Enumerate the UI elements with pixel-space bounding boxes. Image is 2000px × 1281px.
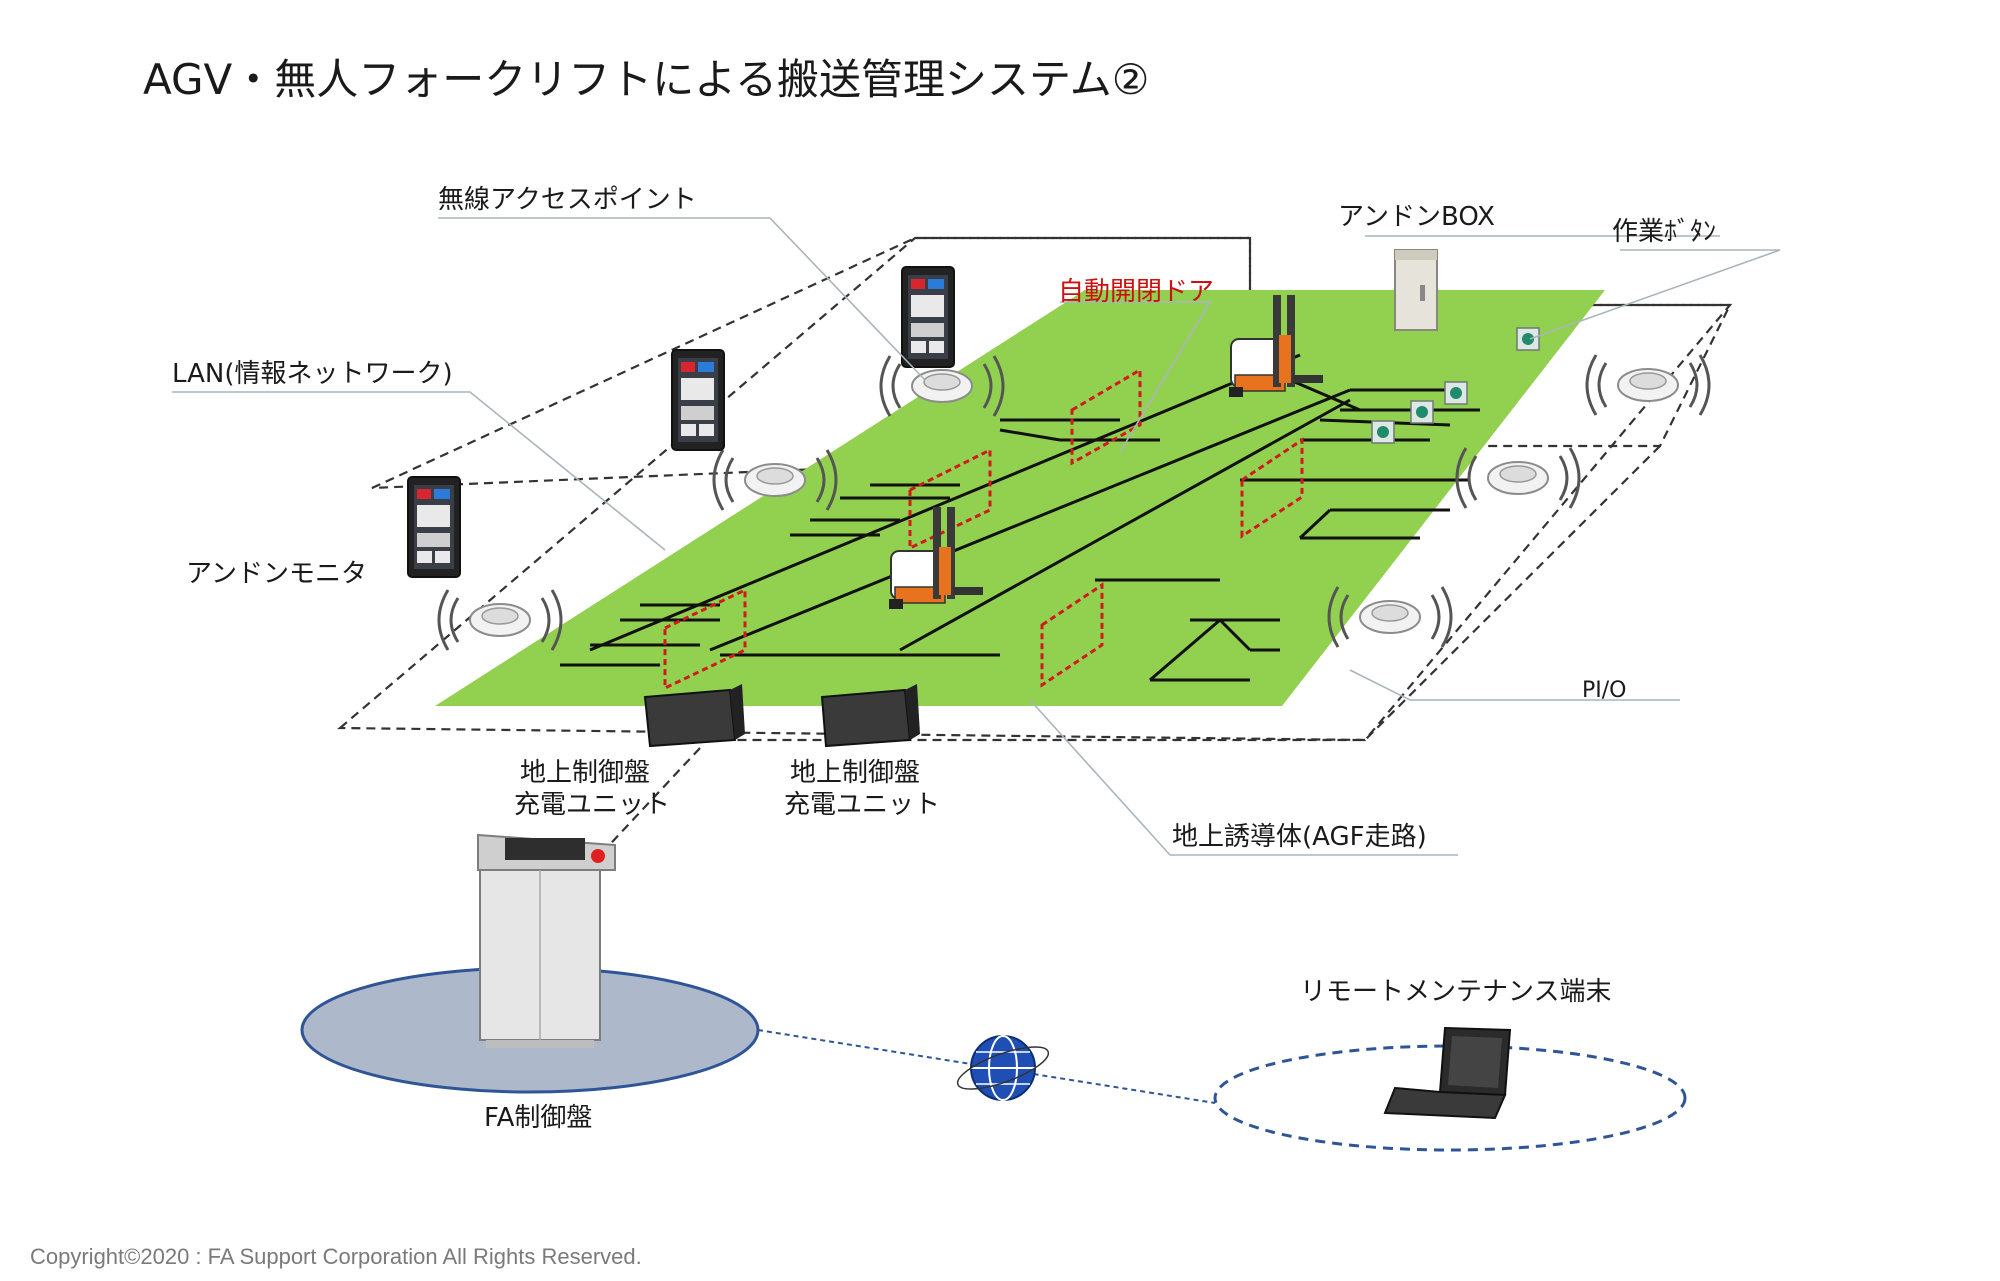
label-access-point: 無線アクセスポイント — [438, 185, 697, 215]
globe-icon — [956, 1035, 1050, 1101]
work-button-icon — [1410, 400, 1434, 424]
control-cabinet-icon — [477, 833, 616, 1048]
panel-link — [599, 747, 701, 856]
ground-control-panel-2 — [820, 684, 920, 748]
andon-monitor-icon — [407, 476, 461, 578]
label-andon-monitor: アンドンモニタ — [186, 559, 367, 589]
label-ground-panel-2-line1: 地上制御盤 — [790, 758, 920, 788]
label-guide-path: 地上誘導体(AGF走路) — [1172, 822, 1427, 852]
laptop-icon — [1383, 1026, 1512, 1120]
label-fa-panel: FA制御盤 — [484, 1103, 592, 1133]
wifi-access-point-icon — [437, 588, 563, 652]
label-work-button: 作業ﾎﾞﾀﾝ — [1612, 217, 1716, 247]
leader-lines — [172, 217, 1781, 856]
diagram-title: AGV・無人フォークリフトによる搬送管理システム② — [143, 55, 1149, 104]
guide-path-network — [560, 353, 1480, 682]
ground-control-panel-1 — [643, 684, 745, 748]
andon-box-icon — [1394, 249, 1438, 331]
label-ground-panel-1-line1: 地上制御盤 — [520, 758, 650, 788]
andon-monitor-icon — [671, 349, 725, 451]
copyright-text: Copyright©2020 : FA Support Corporation … — [30, 1244, 642, 1269]
work-button-icon — [1371, 420, 1395, 444]
label-remote-terminal: リモートメンテナンス端末 — [1300, 977, 1611, 1007]
remote-zone — [1213, 1044, 1687, 1152]
auto-door — [1070, 367, 1142, 466]
work-button-icon — [1444, 381, 1468, 405]
label-pio: PI/O — [1582, 678, 1626, 703]
label-lan: LAN(情報ネットワーク) — [172, 359, 453, 389]
lan-upper-boundary — [371, 236, 1732, 490]
wifi-access-point-icon — [1455, 446, 1581, 510]
andon-monitor-icon — [901, 266, 955, 368]
label-andon-box: アンドンBOX — [1338, 202, 1495, 232]
factory-floor — [435, 290, 1605, 706]
label-ground-panel-2-line2: 充電ユニット — [784, 790, 940, 820]
auto-doors — [663, 367, 1304, 691]
label-auto-door: 自動開閉ドア — [1058, 277, 1214, 307]
auto-door — [1040, 582, 1104, 688]
work-button-icon — [1516, 327, 1540, 351]
label-ground-panel-1-line2: 充電ユニット — [514, 790, 670, 820]
